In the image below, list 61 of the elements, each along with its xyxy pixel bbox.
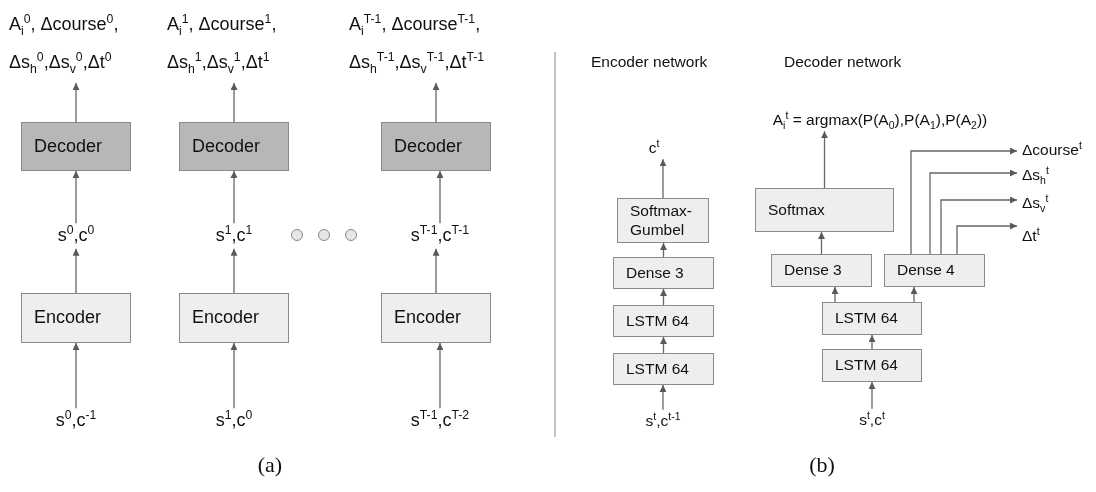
arrow bbox=[660, 336, 667, 354]
arrow bbox=[940, 196, 1018, 255]
panel-heading: Encoder network bbox=[591, 53, 708, 71]
arrow bbox=[910, 147, 1018, 255]
panel-caption: (a) bbox=[257, 452, 283, 478]
arrow bbox=[230, 248, 238, 294]
arrow bbox=[72, 82, 80, 123]
arrow bbox=[831, 286, 839, 303]
math-label: A$_{i}$$^{t}$ = argmax(P(A$_{0}$),P(A$_{1}$),P(A$_{2}$)) bbox=[769, 108, 991, 132]
arrow bbox=[929, 169, 1018, 255]
layer-box: LSTM 64 bbox=[613, 353, 714, 385]
arrow bbox=[868, 381, 876, 410]
arrow bbox=[72, 248, 80, 294]
layer-box: Softmax-Gumbel bbox=[617, 198, 709, 243]
decoder-block: Decoder bbox=[21, 122, 131, 171]
decoder-block: Decoder bbox=[179, 122, 289, 171]
math-label: Δcourse$^{t}$ bbox=[1019, 138, 1085, 162]
arrow bbox=[72, 342, 80, 409]
arrow bbox=[868, 334, 876, 350]
layer-box: LSTM 64 bbox=[613, 305, 714, 337]
decoder-block: Decoder bbox=[381, 122, 491, 171]
arrow bbox=[432, 248, 440, 294]
arrow bbox=[436, 342, 444, 409]
arrow bbox=[230, 82, 238, 123]
math-label: A$_{i}$$^{T-1}$, Δcourse$^{T-1}$, Δs$_{h}$$^{T-1}$,Δs$_{v}$$^{T-1}$,Δt$^{T-1}$ bbox=[346, 3, 526, 83]
layer-box: Dense 3 bbox=[613, 257, 714, 289]
arrow bbox=[818, 231, 825, 255]
layer-box: LSTM 64 bbox=[822, 349, 922, 382]
arrow bbox=[436, 170, 444, 224]
arrow bbox=[432, 82, 440, 123]
layer-box: Dense 3 bbox=[771, 254, 872, 287]
layer-box: Encoder bbox=[21, 293, 131, 343]
math-label: s$^{0}$,c$^{-1}$ bbox=[52, 408, 100, 434]
arrow bbox=[659, 158, 667, 199]
arrow bbox=[230, 170, 238, 224]
math-label: c$^{t}$ bbox=[645, 136, 663, 160]
math-label: s$^{0}$,c$^{0}$ bbox=[54, 223, 98, 249]
arrow bbox=[230, 342, 238, 409]
layer-box: Softmax bbox=[755, 188, 894, 232]
math-label: A$_{i}$$^{0}$, Δcourse$^{0}$, Δs$_{h}$$^{0}$,Δs$_{v}$$^{0}$,Δt$^{0}$ bbox=[6, 3, 146, 83]
layer-box: Encoder bbox=[179, 293, 289, 343]
math-label: s$^{1}$,c$^{0}$ bbox=[212, 408, 256, 434]
arrow bbox=[72, 170, 80, 224]
math-label: s$^{t}$,c$^{t-1}$ bbox=[642, 409, 684, 433]
arrow bbox=[821, 130, 828, 189]
math-label: s$^{1}$,c$^{1}$ bbox=[212, 223, 256, 249]
math-label: s$^{T-1}$,c$^{T-2}$ bbox=[407, 408, 473, 434]
layer-box: LSTM 64 bbox=[822, 302, 922, 335]
math-label: s$^{t}$,c$^{t}$ bbox=[856, 408, 888, 432]
layer-box: Encoder bbox=[381, 293, 491, 343]
math-label: A$_{i}$$^{1}$, Δcourse$^{1}$, Δs$_{h}$$^{1}$,Δs$_{v}$$^{1}$,Δt$^{1}$ bbox=[164, 3, 304, 83]
arrow bbox=[956, 222, 1018, 255]
arrow bbox=[660, 288, 667, 306]
arrow bbox=[910, 286, 918, 303]
panel-caption: (b) bbox=[809, 452, 835, 478]
layer-box: Dense 4 bbox=[884, 254, 985, 287]
math-label: s$^{T-1}$,c$^{T-1}$ bbox=[407, 223, 473, 249]
math-label: Δt$^{t}$ bbox=[1019, 224, 1043, 248]
arrow bbox=[660, 242, 667, 258]
panel-heading: Decoder network bbox=[784, 53, 902, 71]
arrow bbox=[659, 384, 667, 411]
